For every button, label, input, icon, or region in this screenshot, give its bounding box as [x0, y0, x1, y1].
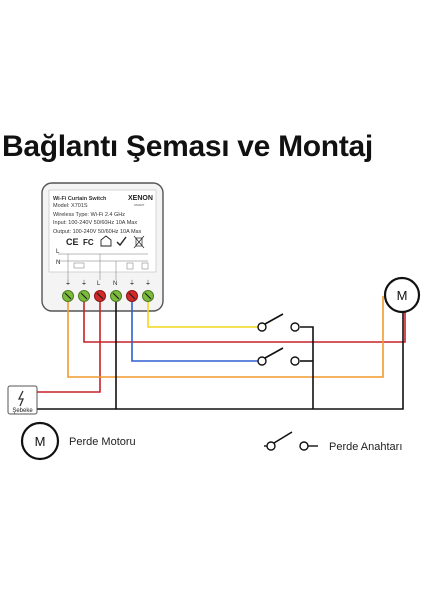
device-output: Output: 100-240V 50/60Hz 10A Max	[53, 229, 142, 235]
wire-red-power	[37, 302, 101, 393]
curtain-switch-2	[257, 347, 300, 366]
line-label-n: N	[56, 260, 60, 266]
curtain-motor: M	[383, 276, 421, 314]
brand-sub: SMART	[134, 203, 145, 207]
terminal-block	[62, 290, 154, 302]
line-label-l: L	[56, 249, 60, 255]
terminal-label-l: L	[97, 281, 101, 287]
page-title: Bağlantı Şeması ve Montaj	[2, 130, 373, 163]
terminal-label-1: ⏚	[65, 280, 71, 287]
power-source: Şebeke	[7, 385, 38, 415]
wire-black-motor	[116, 312, 404, 410]
motor-symbol: M	[397, 288, 408, 303]
lightning-icon	[17, 390, 24, 407]
wire-yellow	[147, 302, 258, 328]
device-input: Input: 100-240V 50/60Hz 10A Max	[53, 220, 137, 226]
legend-switch: Perde Anahtarı	[264, 431, 402, 453]
ce-mark: CE	[66, 237, 79, 247]
wire-black-switch1	[300, 326, 314, 409]
wire-orange	[67, 296, 384, 378]
terminal-label-5: ⏚	[129, 280, 135, 287]
terminal-label-6: ⏚	[145, 280, 151, 287]
fcc-mark: FC	[83, 238, 94, 247]
device-name: Wi-Fi Curtain Switch	[53, 196, 107, 202]
wires	[37, 296, 406, 410]
wire-blue	[131, 302, 258, 362]
brand-logo: XENON	[128, 195, 153, 202]
legend-switch-label: Perde Anahtarı	[329, 441, 402, 453]
terminal-label-n: N	[113, 281, 117, 287]
curtain-switch-1	[257, 313, 300, 332]
home-icon	[100, 235, 112, 247]
terminal-label-2: ⏚	[81, 280, 87, 287]
rohs-check-icon	[116, 236, 127, 247]
weee-bin-icon	[133, 235, 145, 249]
legend-motor-label: Perde Motoru	[69, 436, 136, 448]
curtain-switch-device: Wi-Fi Curtain Switch Model: X701S XENON …	[41, 182, 164, 312]
wire-black-power	[37, 302, 117, 410]
power-label: Şebeke	[12, 408, 33, 414]
legend-motor: M Perde Motoru	[20, 421, 136, 461]
legend-motor-symbol: M	[35, 434, 46, 449]
wire-red-motor	[83, 302, 406, 343]
device-wireless: Wireless Type: Wi-Fi 2.4 GHz	[53, 212, 125, 218]
device-model: Model: X701S	[53, 203, 88, 209]
